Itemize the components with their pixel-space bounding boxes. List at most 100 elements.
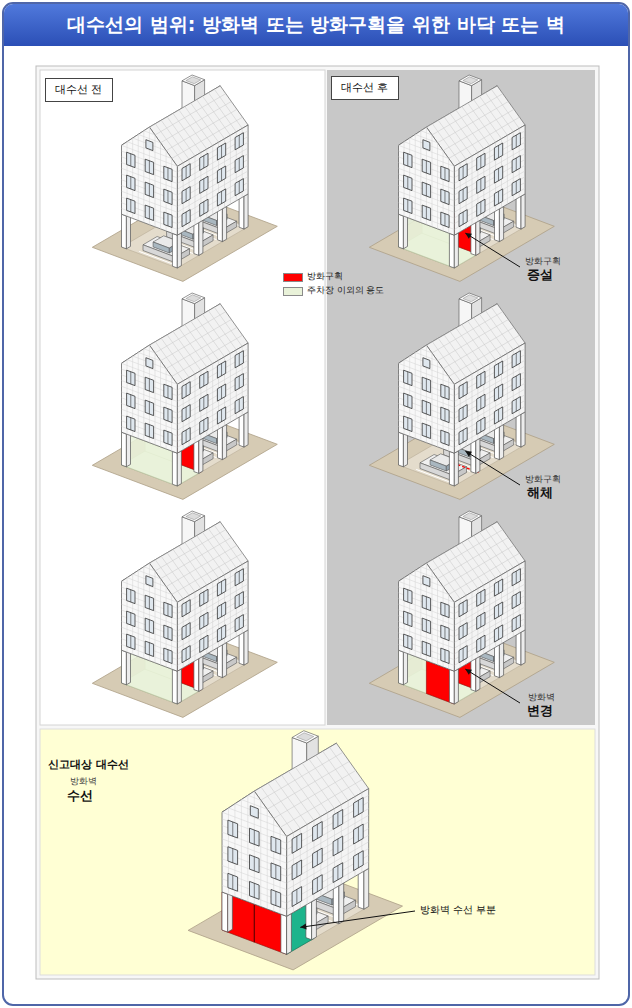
window-bar — [407, 636, 408, 648]
leader-line — [465, 451, 520, 485]
window — [477, 635, 485, 652]
window-bar — [130, 418, 131, 430]
node-heading: 신고대상 대수선 — [48, 758, 587, 772]
window — [145, 182, 153, 198]
pilotis-column — [449, 233, 454, 268]
window — [250, 828, 260, 846]
window-bar — [337, 812, 338, 826]
pilotis-column — [177, 451, 181, 486]
report-panel: 신고대상 대수선방화벽수선 — [40, 729, 595, 975]
window-bar — [167, 432, 168, 444]
wall-tile-line — [260, 800, 261, 906]
window — [512, 179, 520, 196]
window — [292, 860, 302, 880]
window — [441, 212, 449, 227]
annotation-note: 방화벽 수선 부분 — [420, 904, 496, 916]
window-bar — [239, 399, 240, 411]
wall-tile-line — [507, 353, 508, 422]
window-bar — [167, 409, 168, 421]
window — [217, 361, 225, 378]
window — [127, 588, 135, 603]
window — [441, 384, 449, 399]
window-bar — [407, 154, 408, 166]
after-panel — [327, 70, 595, 725]
window-bar — [186, 384, 187, 396]
pilotis-column — [218, 643, 223, 678]
window — [494, 166, 502, 183]
side-wall — [454, 561, 525, 671]
roof-box — [463, 513, 478, 520]
pilotis-column — [449, 451, 454, 486]
pilotis-column — [239, 630, 244, 665]
window — [477, 176, 485, 193]
window — [271, 863, 281, 881]
window-bar — [317, 824, 318, 838]
window — [145, 595, 153, 610]
window-bar — [130, 200, 131, 212]
window-bar — [167, 650, 168, 662]
window-bar — [516, 181, 517, 193]
window — [217, 407, 225, 424]
pilotis-column — [244, 194, 248, 229]
pilotis-column — [403, 432, 407, 467]
window-bar — [426, 425, 427, 437]
window — [422, 400, 430, 416]
pilotis-column — [222, 642, 226, 677]
window — [459, 428, 467, 445]
window-bar — [317, 877, 318, 891]
roof-box — [459, 293, 482, 304]
window-bar — [498, 604, 499, 616]
roof-box — [463, 77, 478, 84]
window — [441, 407, 449, 423]
roof-tile-line — [432, 312, 503, 353]
node-text: 수선 — [67, 788, 587, 805]
window-bar — [203, 592, 204, 604]
wall-tile-line — [143, 131, 144, 223]
window-bar — [480, 638, 481, 650]
window-bar — [498, 581, 499, 593]
window — [200, 176, 208, 193]
window — [164, 189, 172, 205]
window — [182, 623, 190, 640]
wall-tile-line — [420, 131, 421, 223]
gable-wall — [399, 127, 455, 235]
wall-tile-line — [212, 364, 213, 433]
window — [441, 430, 449, 445]
window — [182, 646, 190, 663]
wall-tile-line — [471, 156, 472, 225]
pilotis-column — [239, 412, 244, 447]
pilotis-column — [228, 891, 233, 932]
window-bar — [407, 613, 408, 625]
window — [145, 641, 153, 656]
wall-tile-line — [431, 135, 432, 227]
window — [404, 416, 412, 431]
window — [494, 602, 502, 619]
window — [512, 351, 520, 368]
pilotis-column — [306, 900, 312, 940]
wall-tile-line — [230, 571, 231, 640]
window — [459, 600, 467, 617]
pilotis-column — [172, 451, 177, 486]
pilotis-column — [339, 883, 344, 924]
wall-tile-line — [307, 825, 308, 905]
roof-tile-line — [438, 101, 509, 142]
window — [422, 182, 430, 198]
window-bar — [167, 386, 168, 398]
roof-box — [463, 295, 478, 302]
window — [127, 393, 135, 409]
wall-joint — [254, 904, 255, 942]
window-bar — [239, 181, 240, 193]
window-bar — [186, 430, 187, 442]
roof-box — [459, 511, 482, 522]
window-bar — [498, 145, 499, 157]
wall-tile-line — [230, 353, 231, 422]
wall-tile-line — [471, 374, 472, 443]
window-bar — [480, 156, 481, 168]
window-bar — [426, 207, 427, 219]
pilotis-column — [495, 425, 500, 460]
window — [512, 156, 520, 173]
window-bar — [203, 179, 204, 191]
pilotis-column — [172, 233, 177, 268]
window-bar — [221, 386, 222, 398]
